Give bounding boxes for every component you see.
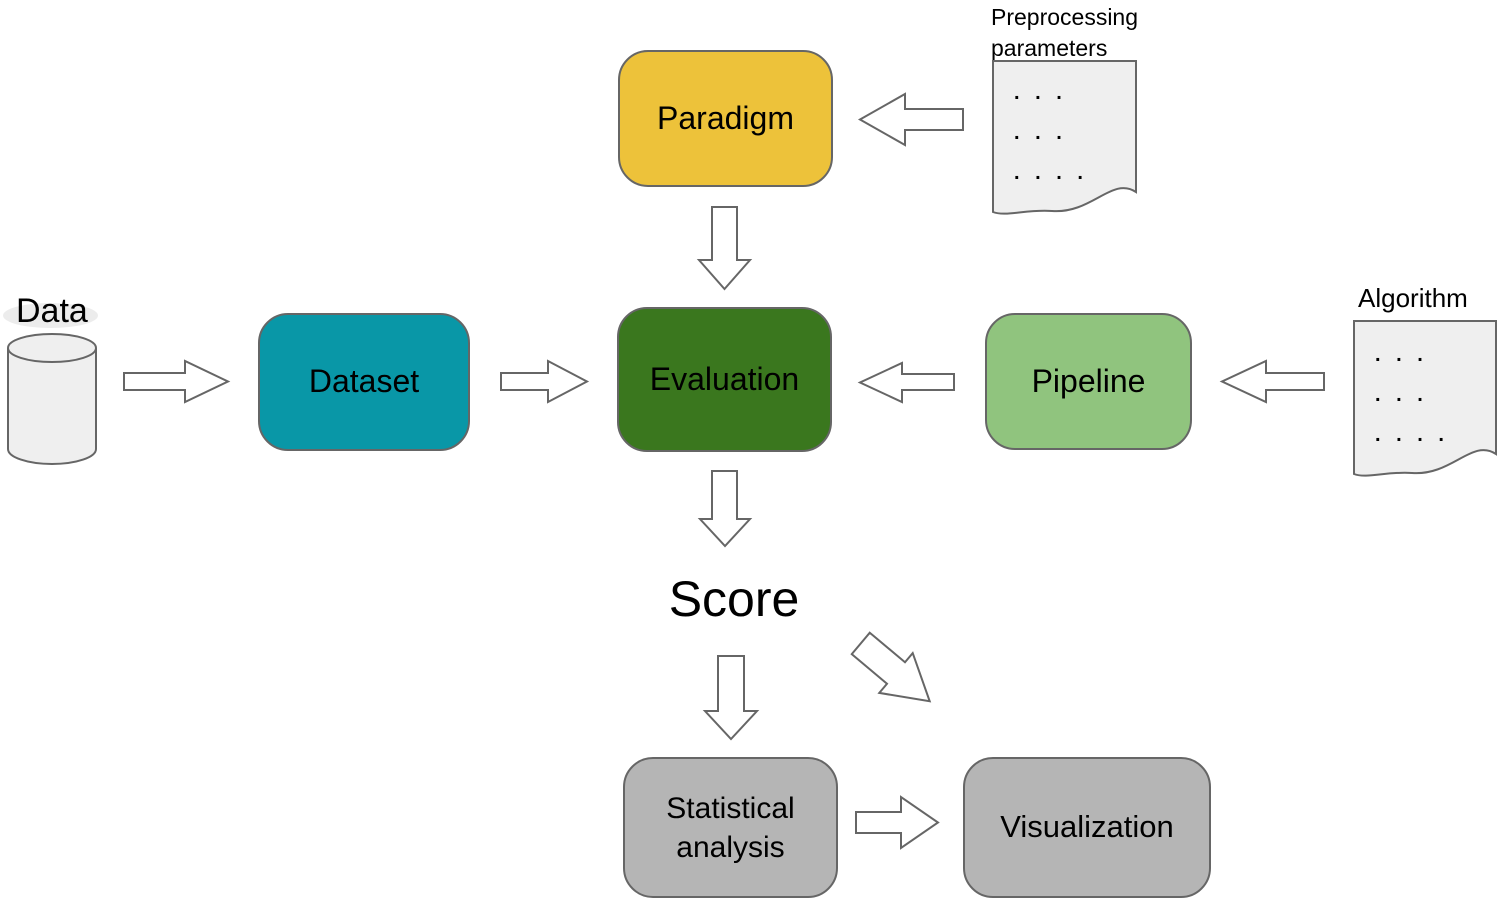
arrow-evaluation-to-score (697, 470, 753, 548)
evaluation-node: Evaluation (617, 307, 832, 452)
arrow-data-to-dataset (123, 359, 231, 404)
arrow-preprocessing-to-paradigm (857, 92, 964, 147)
doc-dots-line: . . . . (1014, 162, 1088, 184)
visualization-node: Visualization (963, 757, 1211, 898)
dataset-node: Dataset (258, 313, 470, 451)
evaluation-label: Evaluation (649, 360, 800, 397)
doc-dots-line: . . . (1014, 82, 1067, 104)
doc-dots-line: . . . . (1375, 424, 1449, 446)
dataset-label: Dataset (308, 363, 420, 400)
paradigm-label: Paradigm (657, 99, 794, 136)
data-store-label: Data (16, 292, 88, 330)
algorithm-caption: Algorithm (1358, 283, 1468, 313)
arrow-pipeline-to-evaluation (857, 361, 955, 404)
score-label: Score (668, 571, 800, 627)
arrow-paradigm-to-evaluation (696, 206, 753, 291)
arrow-score-to-visualization (850, 631, 932, 703)
arrow-score-to-statistical-analysis (702, 655, 760, 741)
visualization-label: Visualization (1000, 809, 1174, 845)
document-shape (1353, 320, 1497, 477)
arrow-statistical-analysis-to-visualization (855, 795, 940, 850)
doc-dots-line: . . . (1375, 384, 1428, 406)
pipeline-node: Pipeline (985, 313, 1192, 450)
arrow-algorithm-to-pipeline (1219, 359, 1325, 404)
data-cylinder-icon (7, 333, 97, 465)
pipeline-label: Pipeline (1031, 362, 1146, 399)
preprocessing-parameters-document: . . . . . . . . . . (992, 60, 1138, 218)
statistical-analysis-label: Statistical analysis (666, 791, 795, 864)
algorithm-document: . . . . . . . . . . (1353, 320, 1498, 480)
data-label-ellipse (3, 303, 98, 328)
preprocessing-parameters-caption: Preprocessing parameters (991, 4, 1139, 62)
doc-dots-line: . . . (1375, 344, 1428, 366)
arrow-dataset-to-evaluation (500, 359, 590, 404)
doc-dots-line: . . . (1014, 122, 1067, 144)
statistical-analysis-node: Statistical analysis (623, 757, 838, 898)
paradigm-node: Paradigm (618, 50, 833, 187)
document-shape (992, 60, 1137, 215)
